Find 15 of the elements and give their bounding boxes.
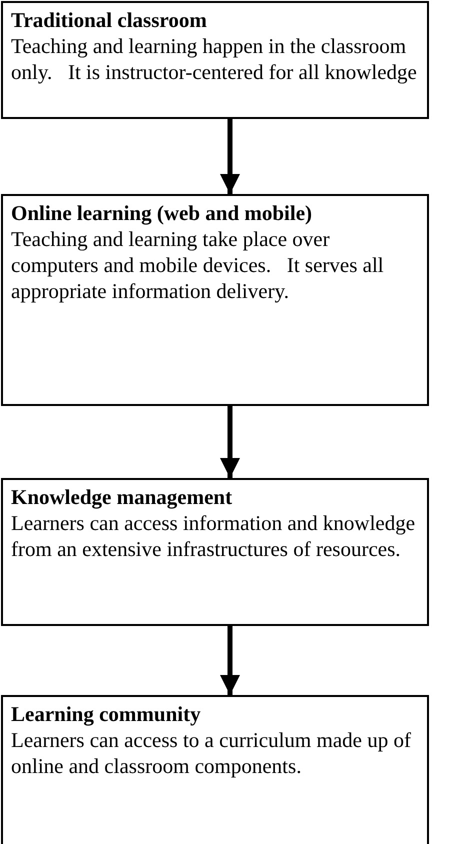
process-box bbox=[1, 478, 429, 626]
process-box bbox=[1, 194, 429, 406]
box-description: Teaching and learning take place over computers and mobile devices. It serves all appropriate information delivery. bbox=[11, 226, 385, 304]
process-box bbox=[1, 1, 429, 119]
box-description: Learners can access information and knowledge from an extensive infrastructures of resources. bbox=[11, 510, 416, 562]
process-box bbox=[1, 695, 429, 844]
box-description: Teaching and learning happen in the classroom only. It is instructor-centered for all knowledge bbox=[11, 33, 418, 85]
box-heading: Traditional classroom bbox=[11, 7, 208, 33]
box-heading: Online learning (web and mobile) bbox=[11, 200, 314, 226]
arrow bbox=[220, 406, 240, 478]
box-heading: Learning community bbox=[11, 701, 202, 727]
arrow bbox=[220, 119, 240, 194]
box-heading: Knowledge management bbox=[11, 484, 234, 510]
arrow bbox=[220, 626, 240, 695]
box-description: Learners can access to a curriculum made up of online and classroom components. bbox=[11, 727, 412, 779]
